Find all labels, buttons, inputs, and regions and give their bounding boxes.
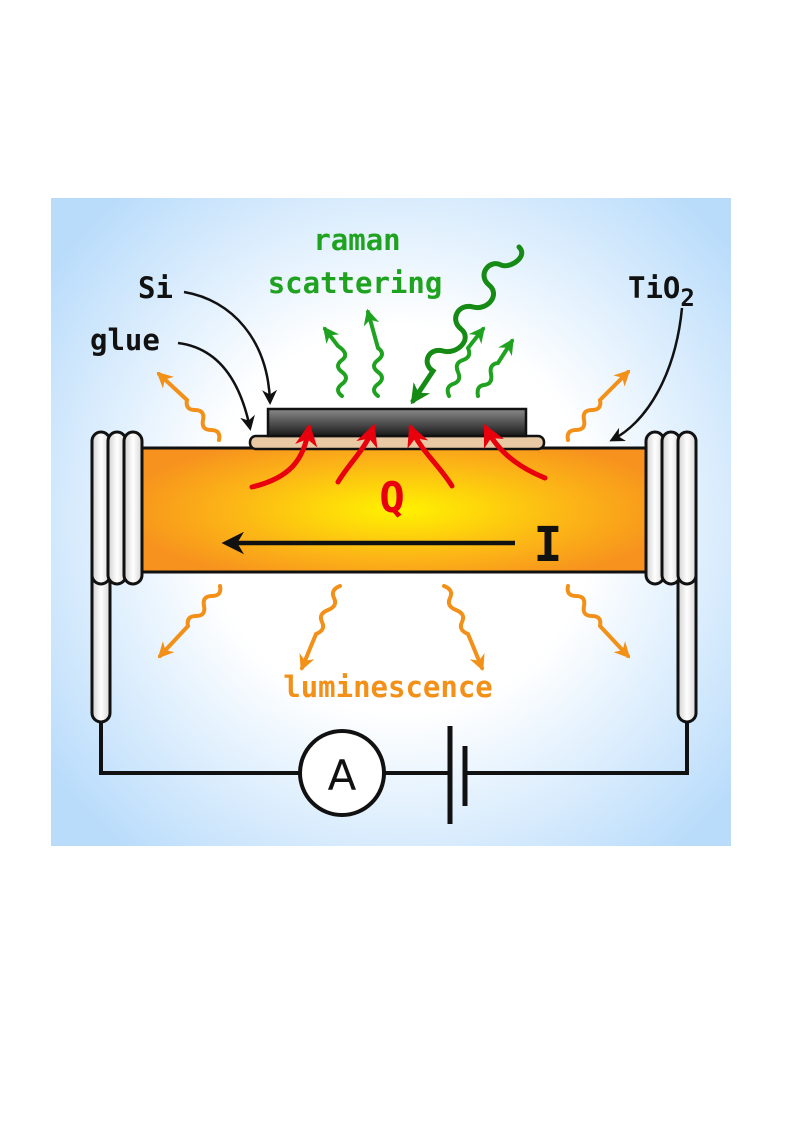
- raman-incident-arrow: [410, 244, 525, 405]
- tio2-label-sub: 2: [680, 284, 694, 312]
- circuit-wires: [99, 720, 689, 775]
- ammeter-label: A: [328, 751, 357, 800]
- glue-label: glue: [90, 323, 160, 357]
- luminescence-arrows: [156, 369, 631, 671]
- battery-icon: [447, 726, 468, 824]
- coil-icon: [90, 430, 144, 586]
- current-label: I: [534, 517, 563, 573]
- coil-icon: [644, 430, 698, 586]
- raman-label-line2: scattering: [268, 266, 443, 300]
- label-leaders: [177, 290, 684, 442]
- heat-flow-arrows: [249, 423, 548, 490]
- si-label: Si: [138, 271, 173, 305]
- raman-label-line1: raman: [313, 223, 400, 257]
- ammeter-icon: A: [298, 729, 386, 817]
- tio2-label: TiO2: [628, 271, 695, 312]
- luminescence-label: luminescence: [283, 670, 493, 704]
- tio2-label-main: TiO: [628, 271, 680, 305]
- raman-scattered-arrows: [323, 308, 514, 398]
- heat-label: Q: [379, 473, 404, 522]
